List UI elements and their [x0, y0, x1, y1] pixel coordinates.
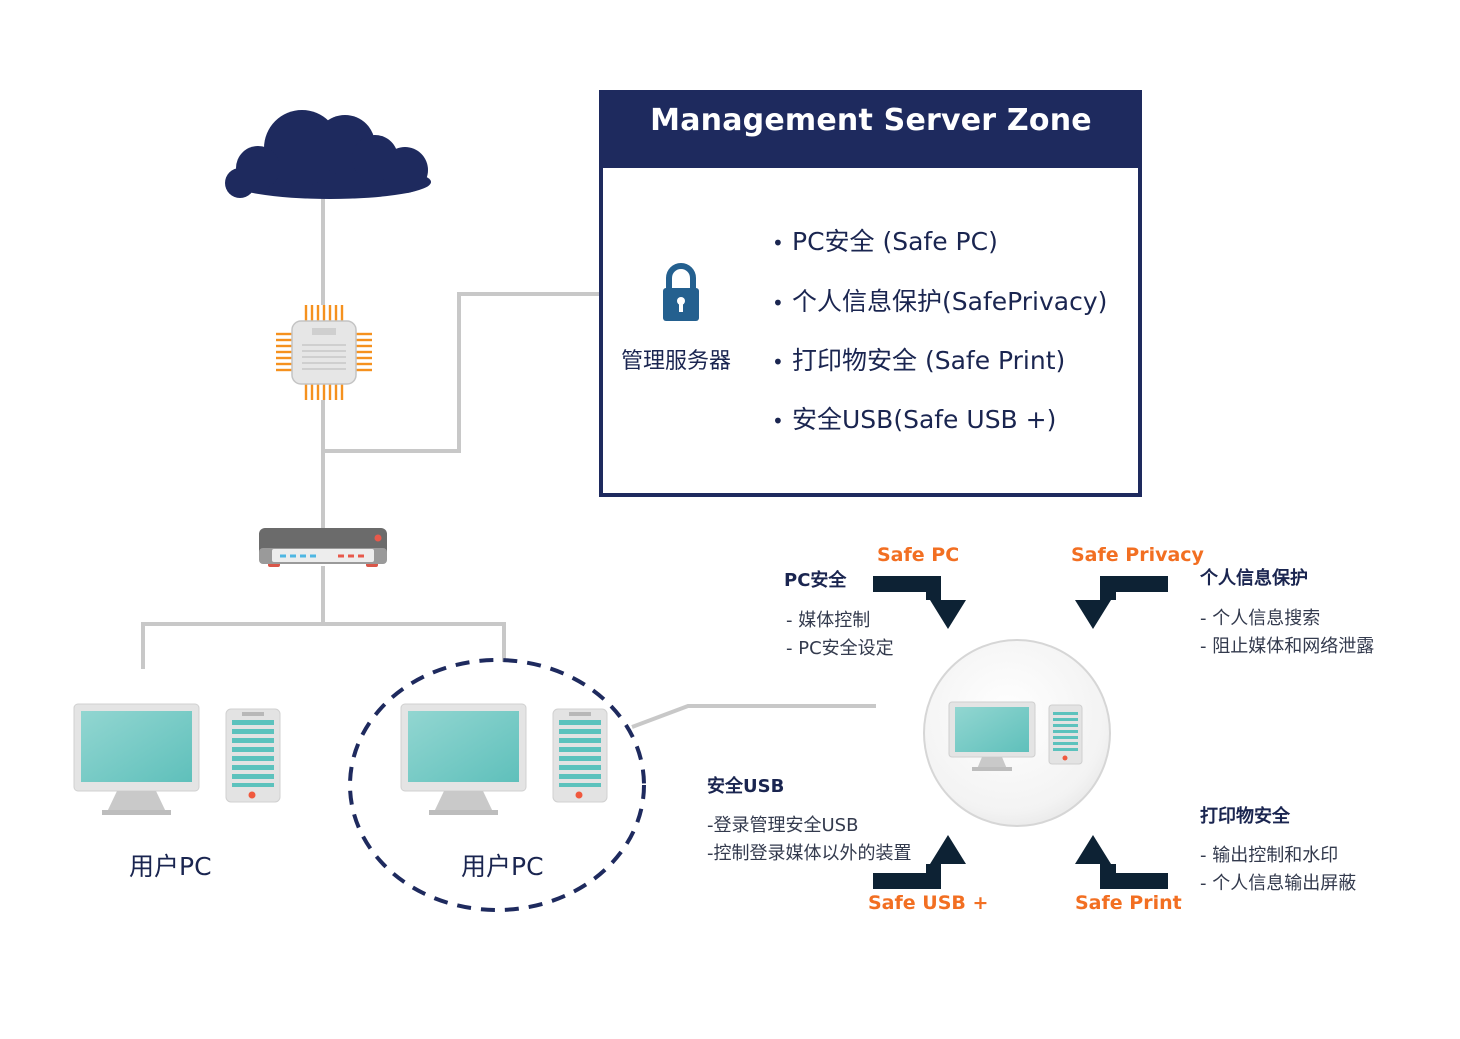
feature-item: •安全USB(Safe USB +) [772, 405, 1057, 434]
monitor-icon [73, 703, 200, 815]
connection-lines [141, 195, 876, 729]
safe-usb-item: -登录管理安全USB [707, 815, 859, 836]
tower-icon [552, 708, 608, 803]
arrow-safe-usb [873, 835, 966, 889]
safe-print-tag: Safe Print [1075, 892, 1182, 914]
safe-usb-title: 安全USB [707, 776, 785, 797]
safe-pc-title: PC安全 [784, 570, 847, 591]
chip-icon [276, 305, 372, 400]
feature-item: •打印物安全 (Safe Print) [772, 346, 1066, 375]
arrow-safe-pc [873, 576, 966, 629]
safe-print-title: 打印物安全 [1200, 806, 1290, 827]
arrow-safe-privacy [1075, 576, 1168, 629]
cloud-icon [225, 110, 431, 199]
safe-privacy-item: - 阻止媒体和网络泄露 [1200, 636, 1375, 657]
management-zone-box [599, 90, 1142, 497]
monitor-icon [400, 703, 527, 815]
pc-label: 用户PC [461, 852, 544, 881]
feature-label: 安全USB(Safe USB +) [792, 405, 1057, 434]
feature-label: 个人信息保护(SafePrivacy) [792, 287, 1108, 316]
lock-icon [663, 263, 699, 321]
router-icon [259, 528, 387, 567]
highlight-circle [348, 658, 646, 912]
safe-privacy-tag: Safe Privacy [1071, 544, 1204, 566]
safe-print-item: - 输出控制和水印 [1200, 845, 1339, 866]
safe-print-item: - 个人信息输出屏蔽 [1200, 873, 1357, 894]
zone-title: Management Server Zone [650, 103, 1092, 138]
feature-item: •个人信息保护(SafePrivacy) [772, 287, 1108, 316]
safe-pc-tag: Safe PC [877, 544, 960, 566]
safe-pc-item: - 媒体控制 [786, 610, 871, 631]
safe-usb-tag: Safe USB + [868, 892, 989, 914]
protected-pc-circle [923, 639, 1111, 827]
feature-label: 打印物安全 (Safe Print) [792, 346, 1066, 375]
safe-privacy-item: - 个人信息搜索 [1200, 608, 1321, 629]
safe-pc-item: - PC安全设定 [786, 638, 894, 659]
safe-usb-item: -控制登录媒体以外的装置 [707, 843, 912, 864]
safe-privacy-title: 个人信息保护 [1200, 568, 1308, 589]
server-label: 管理服务器 [621, 349, 732, 374]
pc-label: 用户PC [129, 852, 212, 881]
feature-label: PC安全 (Safe PC) [792, 227, 998, 256]
tower-icon [225, 708, 281, 803]
feature-item: •PC安全 (Safe PC) [772, 227, 998, 256]
arrow-safe-print [1075, 835, 1168, 889]
